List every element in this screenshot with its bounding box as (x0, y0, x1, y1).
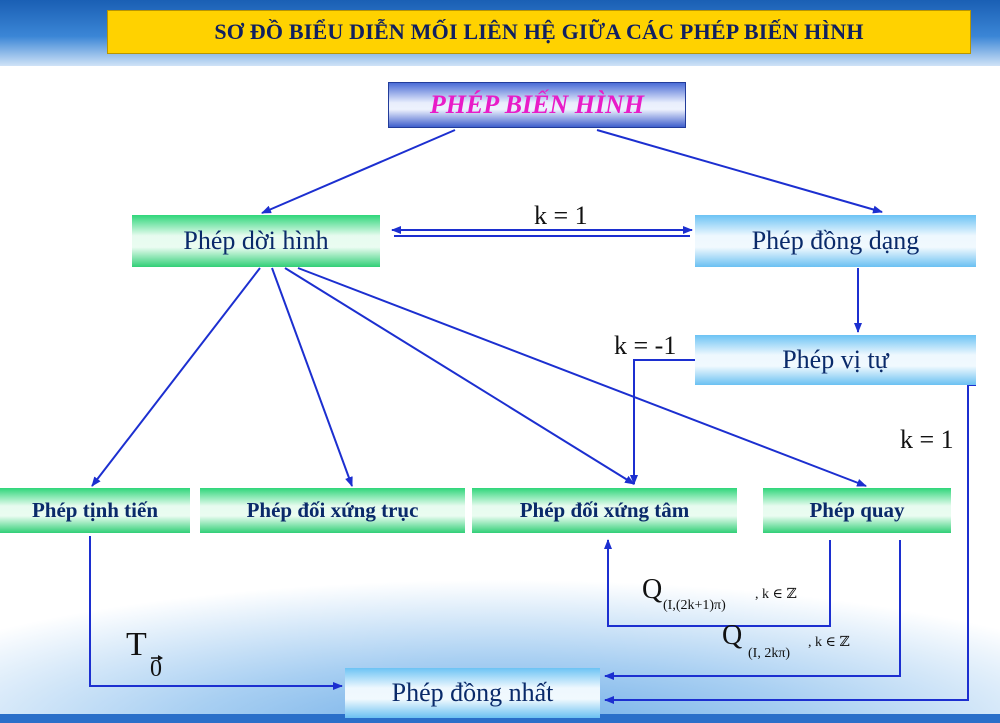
label-q2-main: Q (722, 620, 743, 651)
node-phep-doi-xung-tam: Phép đối xứng tâm (472, 488, 737, 533)
bottom-bar (0, 714, 1000, 723)
label-q2-cond: , k ∈ ℤ (808, 635, 850, 650)
edge-tinh-nhat (89, 536, 343, 690)
node-phep-doi-xung-truc: Phép đối xứng trục (200, 488, 465, 533)
vector-arrow-icon (151, 655, 163, 661)
label-k-eq-1-right: k = 1 (900, 425, 954, 454)
edge-quay-nhat (604, 540, 901, 680)
edge-root-doihinh (261, 129, 456, 214)
node-phep-dong-dang: Phép đồng dạng (695, 215, 976, 267)
edge-doi-truc (271, 267, 353, 487)
edge-doi-quay (297, 267, 867, 487)
edge-doi-tam (284, 267, 635, 485)
node-phep-doi-hinh: Phép dời hình (132, 215, 380, 267)
node-phep-vi-tu: Phép vị tự (695, 335, 976, 385)
edge-doi-tinh (91, 267, 261, 487)
label-t-sub: 0 (150, 656, 162, 682)
edge-root-dongdang (596, 129, 883, 214)
label-t-main: T (126, 626, 147, 663)
label-k-eq-1-top: k = 1 (534, 201, 588, 230)
label-q2-sub: (I, 2kπ) (748, 646, 791, 661)
label-q1-sub: (I,(2k+1)π) (663, 598, 726, 613)
edge-quay-tam (604, 539, 831, 627)
node-phep-quay: Phép quay (763, 488, 951, 533)
node-phep-tinh-tien: Phép tịnh tiến (0, 488, 190, 533)
label-k-eq-minus-1: k = -1 (614, 331, 677, 360)
label-q1-cond: , k ∈ ℤ (755, 587, 797, 602)
node-phep-bien-hinh: PHÉP BIẾN HÌNH (388, 82, 686, 128)
label-q1-main: Q (642, 574, 663, 605)
edge-vitu-nhat (604, 384, 976, 704)
edge-vitu-tam (630, 359, 695, 485)
diagram-title: SƠ ĐỒ BIỂU DIỄN MỐI LIÊN HỆ GIỮA CÁC PHÉ… (107, 10, 971, 54)
node-phep-dong-nhat: Phép đồng nhất (345, 668, 600, 718)
